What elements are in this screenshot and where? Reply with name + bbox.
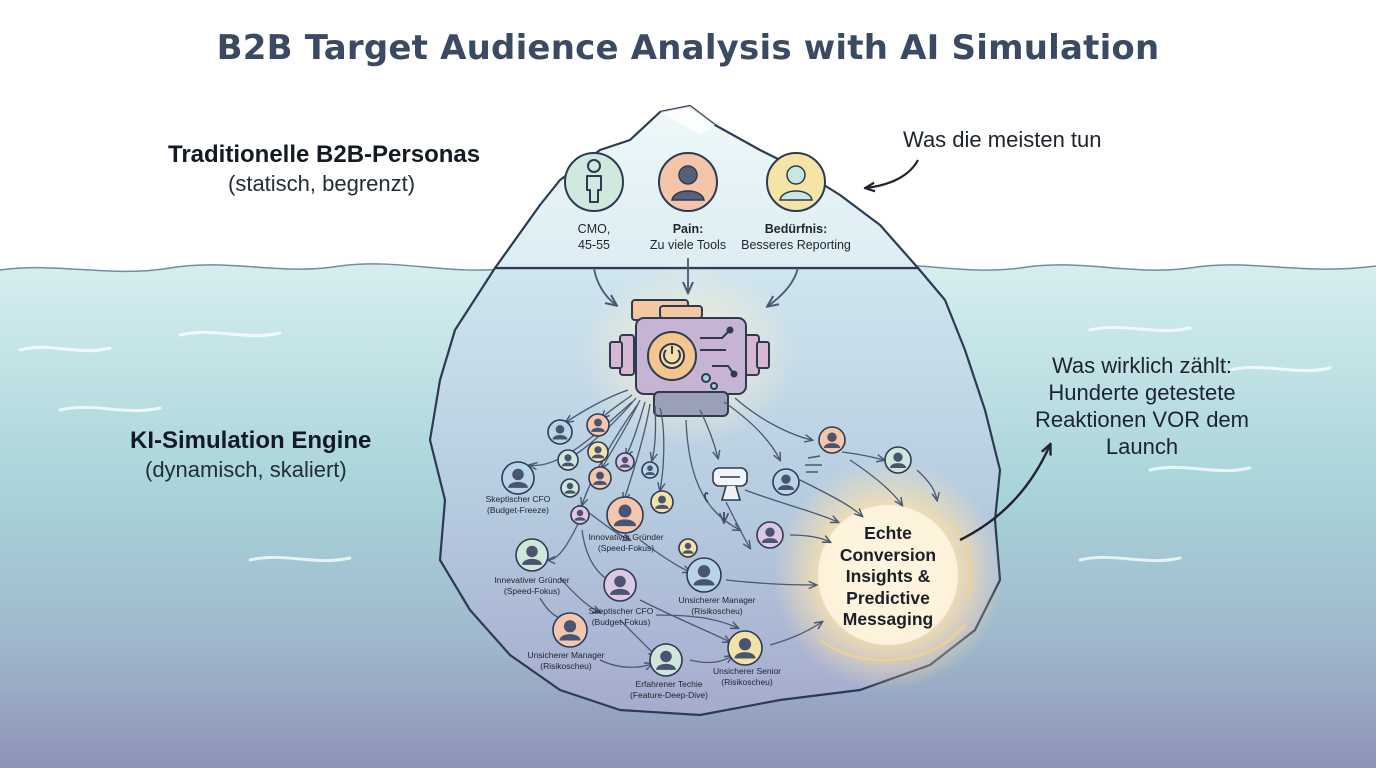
node-label: Erfahrener Techie (Feature-Deep-Dive) [624, 679, 714, 701]
persona-node-icon [649, 643, 683, 677]
node-label: Skeptischer CFO (Budget-Freeze) [478, 494, 558, 516]
node-label: Unsicherer Senior (Risikoscheu) [702, 666, 792, 688]
result-line: Predictive [846, 587, 930, 608]
persona-node-icon [603, 568, 637, 602]
persona-need-value: Besseres Reporting [741, 238, 851, 252]
wave-highlights [18, 325, 1332, 563]
persona-node-icon [641, 461, 659, 479]
node-label: Innovativer Gründer (Speed-Fokus) [584, 532, 668, 554]
node-label: Skeptischer CFO (Budget-Fokus) [580, 606, 662, 628]
persona-node-icon [552, 612, 588, 648]
persona-node-icon [560, 478, 580, 498]
persona-node-icon [686, 557, 722, 593]
node-label-sub: (Risikoscheu) [691, 606, 743, 616]
persona-node-icon [570, 505, 590, 525]
persona-node-icon [588, 466, 612, 490]
ki-engine-heading: KI-Simulation Engine [130, 427, 372, 454]
what-matters-text: Was wirklich zählt: Hunderte getestete R… [1022, 352, 1262, 460]
node-label: Unsicherer Manager (Risikoscheu) [522, 650, 610, 672]
persona-cmo-line2: 45-55 [578, 238, 610, 252]
persona-cmo-line1: CMO, [577, 222, 611, 236]
what-matters-line: Hunderte getestete [1048, 380, 1236, 405]
persona-pain-key: Pain: [672, 222, 704, 236]
persona-need-label: Bedürfnis: Besseres Reporting [734, 221, 858, 253]
node-label-title: Innevativer Gründer [494, 575, 570, 585]
traditional-personas-sub: (statisch, begrenzt) [228, 171, 416, 196]
node-label-title: Skeptischer CFO [588, 606, 654, 616]
node-label: Unsicherer Manager (Risikoscheu) [672, 595, 762, 617]
traditional-personas-heading: Traditionelle B2B-Personas [168, 141, 481, 168]
persona-node-icon [678, 538, 698, 558]
persona-node-icon [557, 449, 579, 471]
persona-need-icon [766, 152, 826, 212]
node-label-sub: (Risikoscheu) [721, 677, 773, 687]
ki-engine-sub: (dynamisch, skaliert) [145, 457, 347, 482]
result-line: Echte [864, 523, 912, 543]
result-line: Conversion [839, 544, 937, 565]
persona-network [501, 413, 912, 677]
ai-engine-icon [609, 299, 770, 417]
most-do-arrow [866, 159, 919, 188]
node-label-title: Unsicherer Manager [527, 650, 605, 660]
persona-arrows [593, 258, 799, 306]
engine-arrows [530, 389, 812, 530]
node-label-title: Innovativer Gründer [588, 532, 664, 542]
persona-node-icon [727, 630, 763, 666]
what-most-do-label: Was die meisten tun [903, 127, 1102, 152]
persona-node-icon [515, 538, 549, 572]
node-label-sub: (Budget-Fokus) [591, 617, 651, 627]
persona-pain-value: Zu viele Tools [649, 238, 727, 252]
node-label-sub: (Speed-Fokus) [597, 543, 655, 553]
speech-bubble-icon [704, 467, 748, 522]
what-matters-line: Reaktionen VOR dem [1035, 407, 1249, 432]
persona-pain-icon [658, 152, 718, 212]
result-line: Insights & [845, 566, 931, 586]
node-label: Innevativer Gründer (Speed-Fokus) [490, 575, 574, 597]
page-title: B2B Target Audience Analysis with AI Sim… [216, 28, 1160, 68]
persona-node-icon [606, 496, 644, 534]
persona-node-icon [615, 452, 635, 472]
node-label-title: Skeptischer CFO [485, 494, 551, 504]
persona-node-icon [772, 468, 800, 496]
network-arrows [539, 451, 937, 667]
insight-arrow [959, 445, 1050, 542]
persona-node-icon [650, 490, 674, 514]
node-label-sub: (Budget-Freeze) [487, 505, 549, 515]
persona-pain-label: Pain: Zu viele Tools [636, 221, 740, 253]
node-label-title: Erfahrener Techie [635, 679, 703, 689]
node-label-sub: (Speed-Fokus) [503, 586, 561, 596]
node-label-title: Unsicherer Senior [712, 666, 782, 676]
result-line: Messaging [842, 609, 934, 629]
result-text: Echte Conversion Insights & Predictive M… [818, 523, 958, 631]
persona-node-icon [756, 521, 784, 549]
node-label-sub: (Risikoscheu) [540, 661, 592, 671]
persona-need-key: Bedürfnis: [764, 222, 828, 236]
node-label-title: Unsicherer Manager [678, 595, 756, 605]
persona-cmo-label: CMO, 45-55 [556, 221, 632, 253]
node-label-sub: (Feature-Deep-Dive) [630, 690, 708, 700]
what-matters-line: Was wirklich zählt: [1051, 353, 1233, 378]
persona-node-icon [501, 461, 535, 495]
persona-node-icon [547, 419, 573, 445]
persona-cmo-icon [564, 152, 624, 212]
persona-node-icon [586, 413, 610, 437]
persona-node-icon [884, 446, 912, 474]
what-matters-line: Launch [1105, 434, 1179, 459]
persona-node-icon [818, 426, 846, 454]
persona-node-icon [587, 441, 609, 463]
